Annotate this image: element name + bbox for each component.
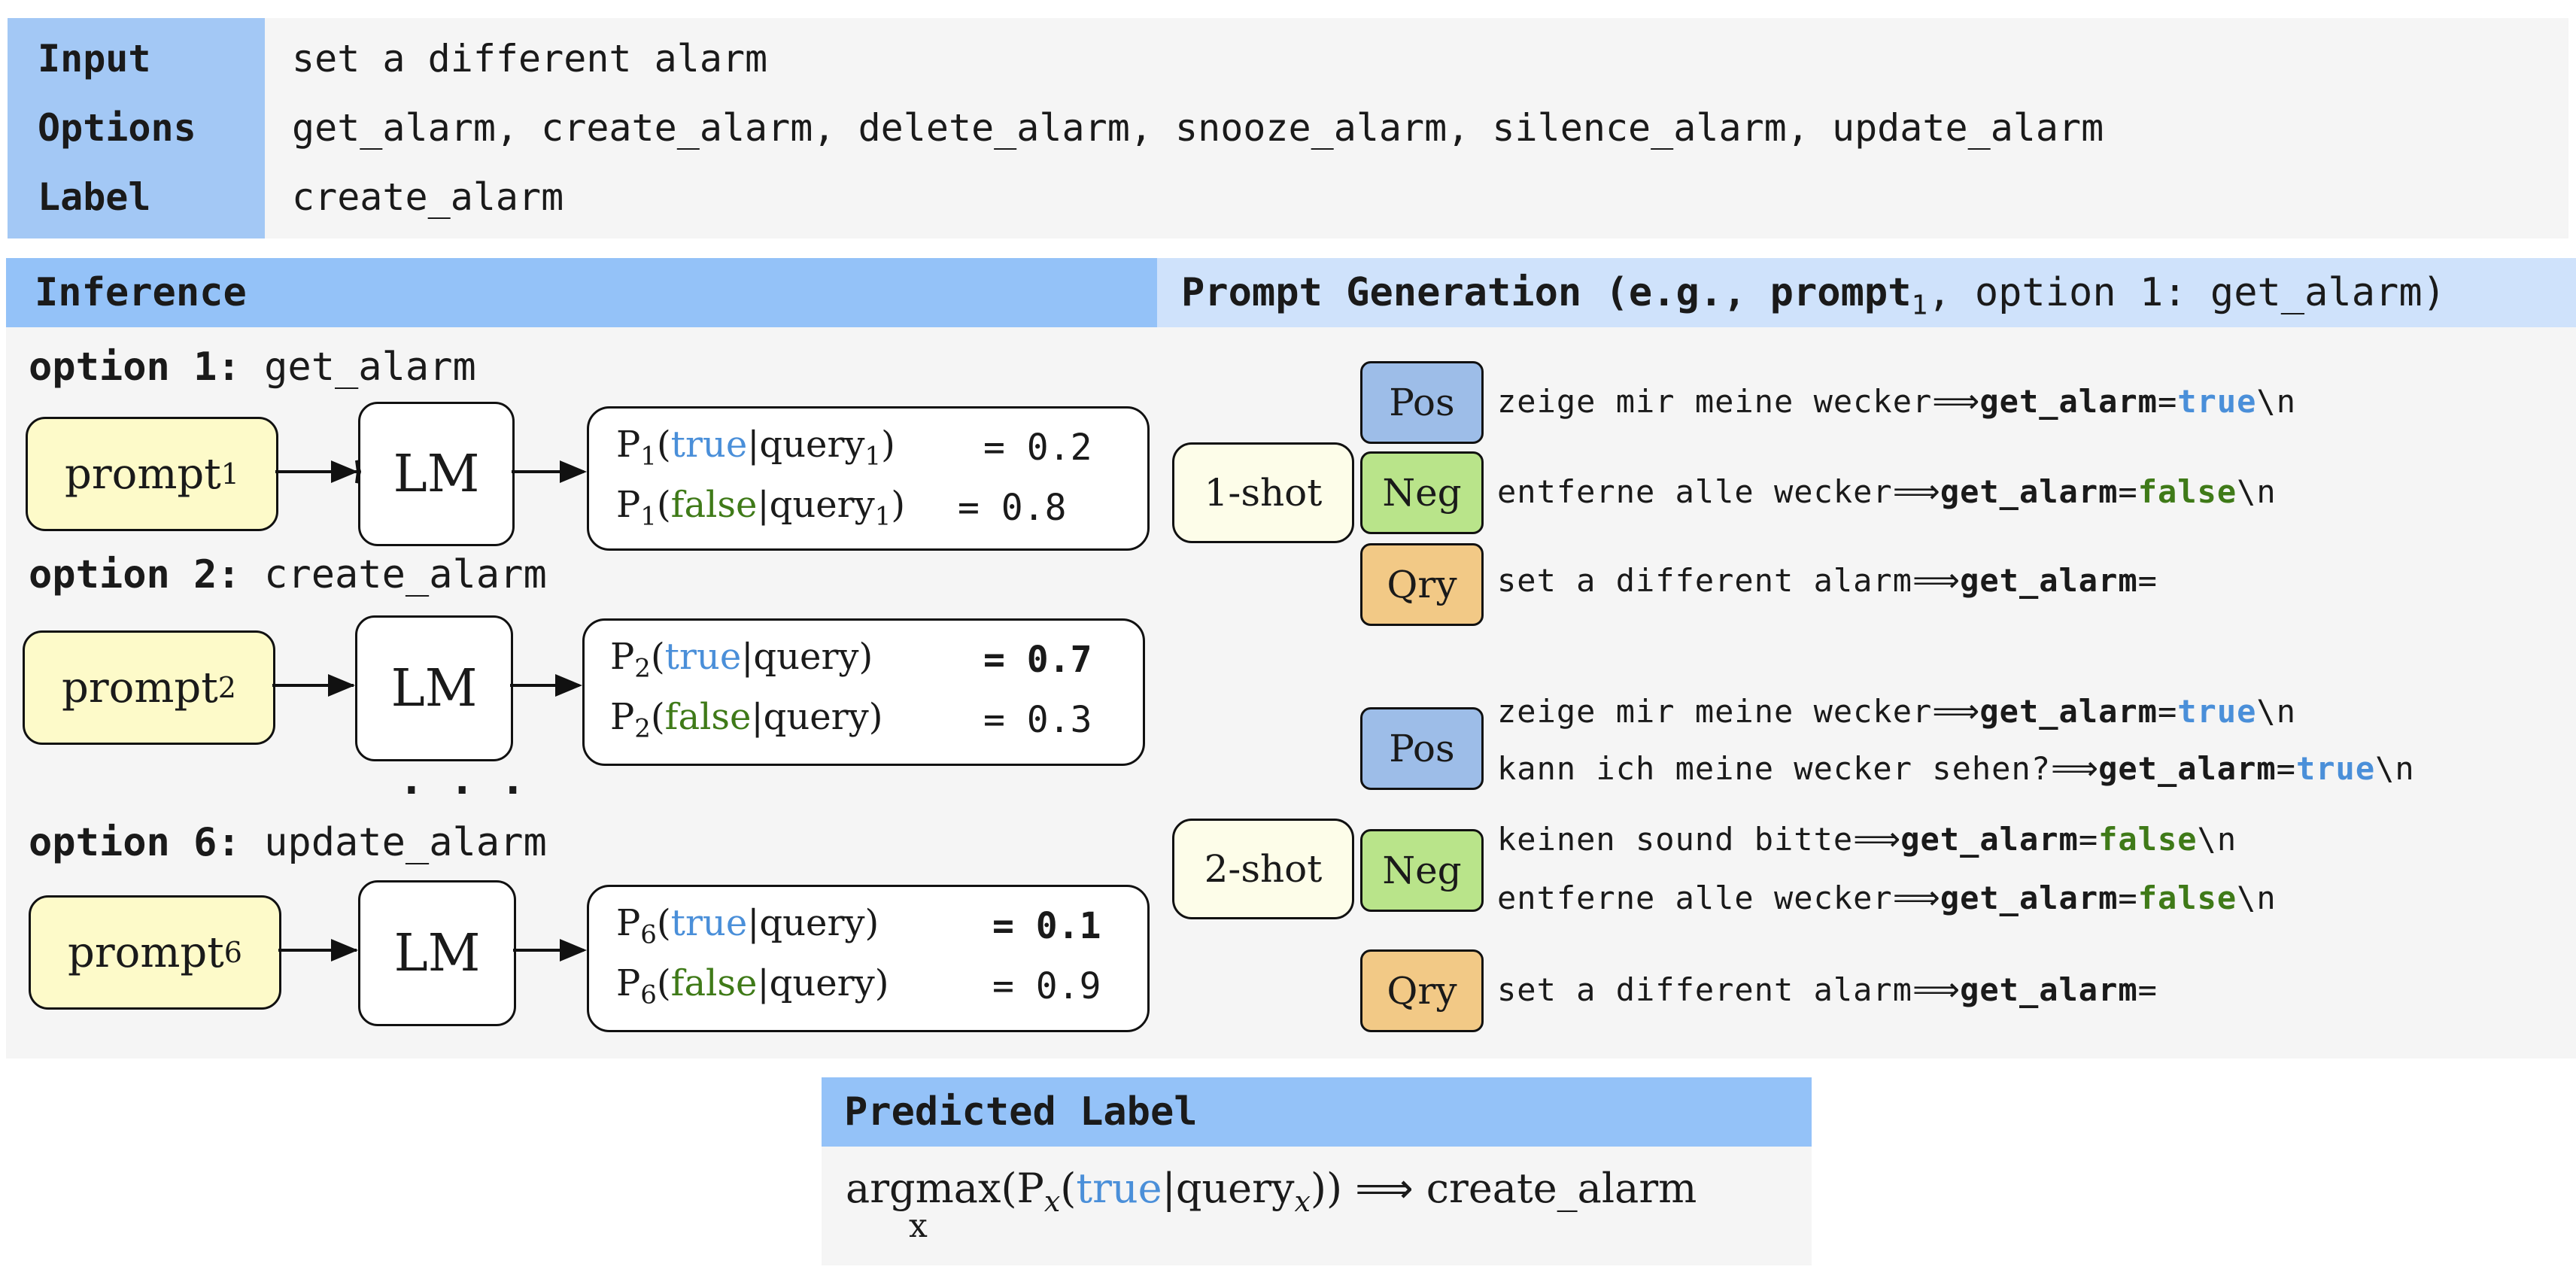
- lm-box-6: LM: [358, 880, 516, 1026]
- two-shot-qry-tag: Qry: [1360, 949, 1484, 1032]
- two-shot-neg-tag: Neg: [1360, 829, 1484, 912]
- prob-6-true-value: = 0.1: [992, 905, 1101, 947]
- prob-6-true-line: P6(true|query): [616, 902, 879, 950]
- two-shot-qry-example: set a different alarm⟹get_alarm=: [1497, 971, 2158, 1009]
- option-2-title: option 2: create_alarm: [29, 552, 547, 597]
- arrowhead-1b: [560, 460, 587, 483]
- task-values-column: [265, 18, 2568, 238]
- arrowhead-2b: [555, 674, 582, 697]
- input-key: Input: [38, 37, 151, 81]
- input-value: set a different alarm: [292, 37, 768, 81]
- prob-2-true-line: P2(true|query): [610, 636, 873, 684]
- two-shot-pos-tag: Pos: [1360, 707, 1484, 790]
- predicted-label-title: Predicted Label: [844, 1089, 1198, 1135]
- task-keys-column: [8, 18, 265, 238]
- option-6-title: option 6: update_alarm: [29, 820, 547, 865]
- two-shot-pos-example-1: zeige mir meine wecker⟹get_alarm=true\n: [1497, 692, 2296, 731]
- one-shot-neg-example: entferne alle wecker⟹get_alarm=false\n: [1497, 472, 2277, 511]
- prob-1-false-line: P1(false|query1): [616, 484, 906, 532]
- prob-box-2: P2(true|query) = 0.7 P2(false|query) = 0…: [582, 618, 1145, 766]
- two-shot-pos-example-2: kann ich meine wecker sehen?⟹get_alarm=t…: [1497, 749, 2415, 788]
- arrowhead-1a: [331, 460, 358, 483]
- inference-arrows: [272, 460, 587, 961]
- predicted-result: create_alarm: [1426, 1165, 1697, 1212]
- prob-box-6: P6(true|query) = 0.1 P6(false|query) = 0…: [587, 885, 1150, 1032]
- arrowhead-6a: [331, 939, 358, 961]
- one-shot-pos-example: zeige mir meine wecker⟹get_alarm=true\n: [1497, 382, 2296, 421]
- prob-6-false-value: = 0.9: [992, 965, 1101, 1007]
- inference-header: Inference: [6, 258, 1157, 327]
- ellipsis: . . .: [399, 755, 526, 804]
- prompt-generation-title: Prompt Generation (e.g., prompt1, option…: [1181, 270, 2446, 321]
- prob-6-false-line: P6(false|query): [616, 962, 889, 1010]
- two-shot-neg-example-1: keinen sound bitte⟹get_alarm=false\n: [1497, 820, 2237, 858]
- arrowhead-2a: [328, 674, 355, 697]
- one-shot-box: 1-shot: [1172, 442, 1354, 543]
- prob-2-false-line: P2(false|query): [610, 696, 883, 744]
- inference-title: Inference: [35, 270, 247, 315]
- options-value: get_alarm, create_alarm, delete_alarm, s…: [292, 106, 2104, 150]
- one-shot-qry-tag: Qry: [1360, 543, 1484, 626]
- prob-1-true-line: P1(true|query1): [616, 424, 895, 472]
- one-shot-qry-example: set a different alarm⟹get_alarm=: [1497, 561, 2158, 600]
- prob-1-false-value: = 0.8: [958, 487, 1067, 529]
- lm-box-1: LM: [358, 402, 515, 546]
- option-1-title: option 1: get_alarm: [29, 345, 476, 390]
- lm-box-2: LM: [355, 615, 513, 761]
- one-shot-neg-tag: Neg: [1360, 451, 1484, 534]
- two-shot-box: 2-shot: [1172, 819, 1354, 919]
- prob-2-true-value: = 0.7: [983, 639, 1092, 681]
- options-key: Options: [38, 106, 196, 150]
- label-value: create_alarm: [292, 175, 564, 219]
- argmax-subscript: x: [909, 1207, 928, 1245]
- prompt-generation-header: Prompt Generation (e.g., prompt1, option…: [1157, 258, 2576, 327]
- prob-1-true-value: = 0.2: [983, 427, 1092, 469]
- prob-2-false-value: = 0.3: [983, 699, 1092, 741]
- prob-box-1: P1(true|query1) = 0.2 P1(false|query1) =…: [587, 406, 1150, 551]
- arrowhead-6b: [560, 939, 587, 961]
- label-key: Label: [38, 175, 151, 219]
- one-shot-pos-tag: Pos: [1360, 361, 1484, 444]
- two-shot-neg-example-2: entferne alle wecker⟹get_alarm=false\n: [1497, 879, 2277, 917]
- predicted-label-header: Predicted Label: [822, 1077, 1812, 1147]
